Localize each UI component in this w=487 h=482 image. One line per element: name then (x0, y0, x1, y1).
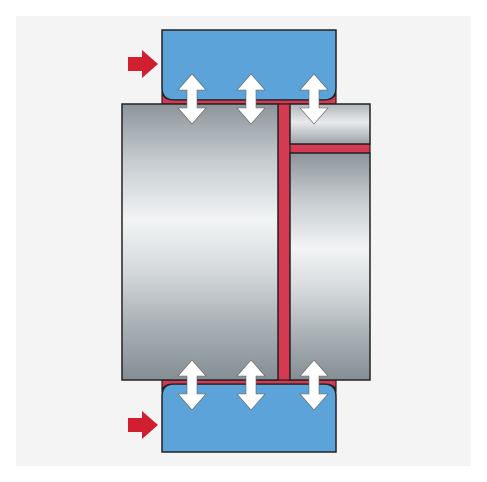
oil-film-horizontal-channel (289, 143, 371, 154)
up-down-arrow-icon (236, 73, 266, 125)
right-arrow-icon (128, 50, 158, 78)
up-down-arrow-icon (299, 359, 329, 411)
shaft-body (121, 103, 279, 381)
oil-film-vertical-channel (277, 103, 291, 381)
oil-film-lower (161, 379, 337, 393)
oil-film-upper (161, 89, 337, 105)
up-down-arrow-icon (299, 73, 329, 125)
up-down-arrow-icon (177, 359, 207, 411)
oil-film (161, 89, 371, 393)
right-arrow-icon (128, 411, 158, 439)
up-down-arrow-icon (177, 73, 207, 125)
up-down-arrow-icon (236, 359, 266, 411)
sleeve-lower-block (289, 152, 371, 381)
